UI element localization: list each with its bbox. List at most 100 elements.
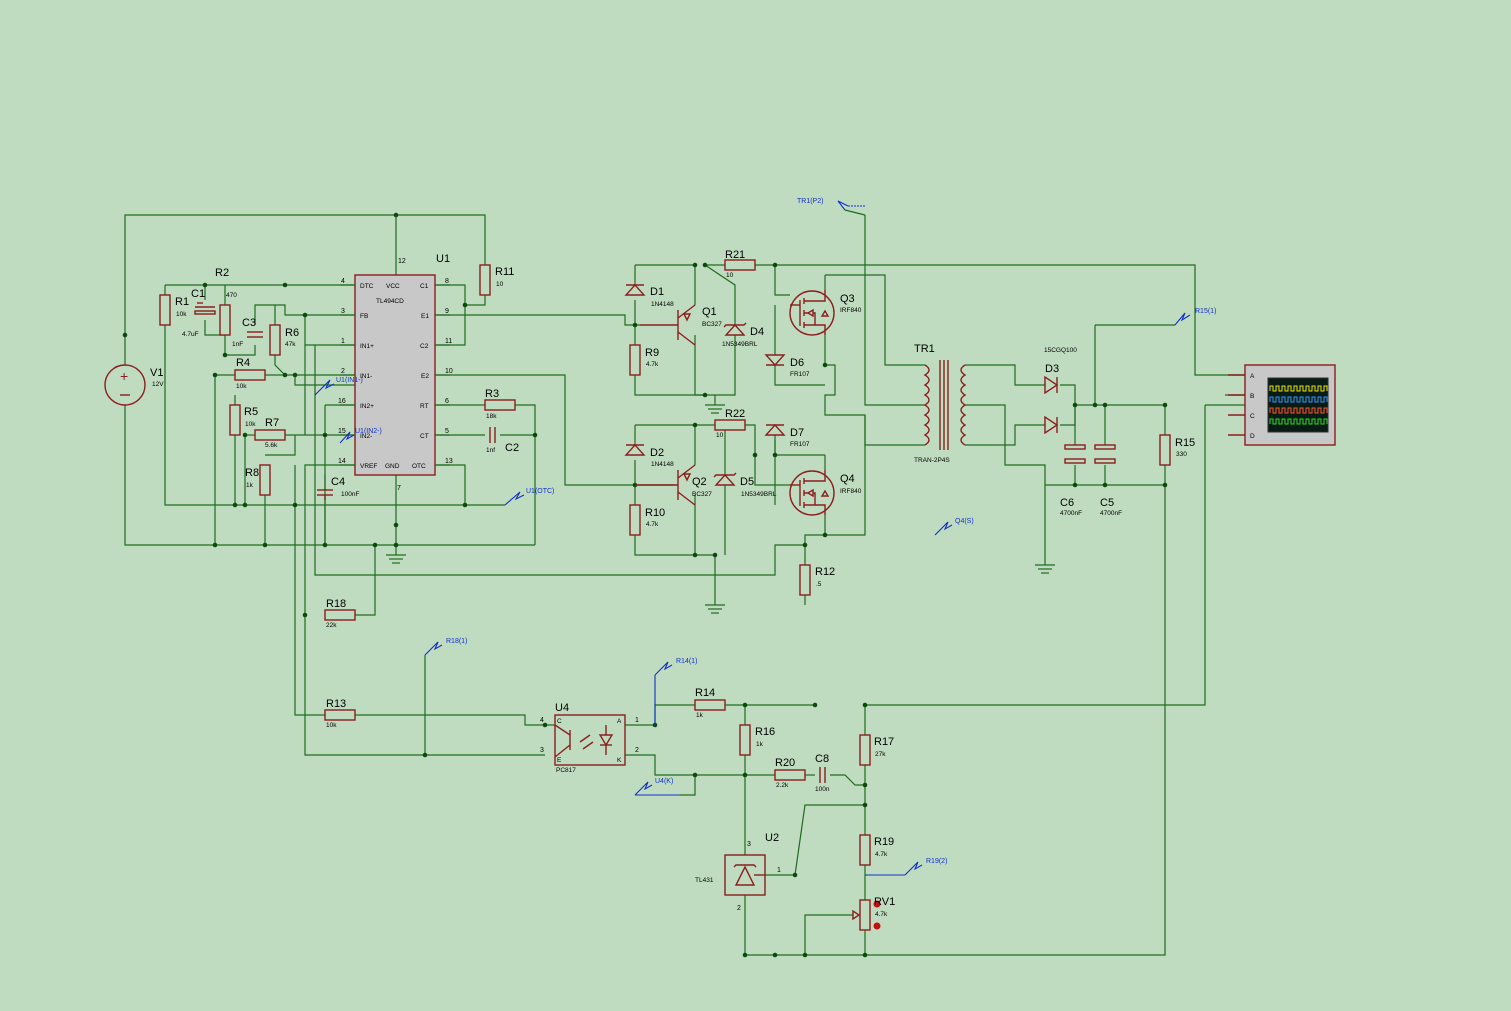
resistor-r5[interactable]: R5 10k xyxy=(229,404,258,436)
resistor-r15[interactable]: R15 330 xyxy=(1159,434,1195,466)
r1-ref: R1 xyxy=(175,296,189,308)
oscilloscope[interactable]: A B C D xyxy=(1228,364,1336,446)
resistor-r9[interactable]: R9 4.7k xyxy=(629,344,659,376)
u1-pin-vcc: VCC xyxy=(386,283,400,290)
u1-pinnum-3: 3 xyxy=(341,308,345,315)
q2-value: BC327 xyxy=(692,491,712,498)
r21-value: 10 xyxy=(726,272,734,279)
voltage-probe-u1-in2[interactable]: U1(IN2-) xyxy=(339,428,382,444)
resistor-r17[interactable]: R17 27k xyxy=(859,734,894,766)
u1-pinnum-2: 2 xyxy=(341,368,345,375)
resistor-r1[interactable]: R1 10k xyxy=(159,294,189,326)
resistor-r20[interactable]: R20 2.2k xyxy=(774,757,806,789)
junction-dots xyxy=(122,212,1168,958)
resistor-r7[interactable]: R7 5.6k xyxy=(254,417,286,449)
u1-pinnum-4: 4 xyxy=(341,278,345,285)
capacitor-c4[interactable]: C4 100nF xyxy=(317,476,359,500)
resistor-r16[interactable]: R16 1k xyxy=(739,724,775,756)
scope-traces xyxy=(1269,385,1328,425)
resistor-r6[interactable]: R6 47k xyxy=(269,324,299,356)
u2-pinnum-3: 3 xyxy=(747,841,751,848)
u1-pin-otc: OTC xyxy=(412,463,426,470)
r18-value: 22k xyxy=(326,622,337,629)
voltage-probe-u4-k[interactable]: U4(K) xyxy=(634,778,680,796)
resistor-r22[interactable]: R22 10 xyxy=(714,408,746,439)
probe-label-r18: R18(1) xyxy=(446,638,467,645)
voltage-probe-r18[interactable]: R18(1) xyxy=(424,638,467,656)
d5-value: 1N5349BRL xyxy=(741,491,777,498)
voltage-probe-q4-s[interactable]: Q4(S) xyxy=(934,518,974,536)
r19-value: 4.7k xyxy=(875,851,888,858)
v1-source[interactable]: + V1 12V xyxy=(104,364,164,406)
resistor-r19[interactable]: R19 4.7k xyxy=(859,834,894,866)
u1-pinnum-16: 16 xyxy=(338,398,346,405)
diode-d1[interactable]: D1 1N4148 xyxy=(624,283,674,308)
resistor-r12[interactable]: R12 .5 xyxy=(799,564,835,596)
resistor-r8[interactable]: R8 1k xyxy=(245,464,271,496)
shunt-regulator-u2[interactable]: U2 TL431 3 1 2 xyxy=(695,832,781,912)
resistor-r2[interactable]: R2 470 xyxy=(215,267,237,336)
c2-value: 1nf xyxy=(486,447,495,454)
resistor-r11[interactable]: R11 10 xyxy=(479,264,514,296)
voltage-probe-u1-in1[interactable]: U1(IN1-) xyxy=(314,377,363,396)
voltage-probe-r15[interactable]: R15(1) xyxy=(1174,308,1216,326)
zener-d4[interactable]: D4 1N5349BRL xyxy=(722,322,764,348)
pnp-transistor-q1[interactable]: Q1 BC327 xyxy=(640,304,722,346)
diode-d7[interactable]: D7 FR107 xyxy=(764,423,810,448)
capacitor-c1[interactable]: C1 4.7uF xyxy=(182,288,216,338)
resistor-r13[interactable]: R13 10k xyxy=(324,698,356,729)
resistor-r3[interactable]: R3 18k xyxy=(484,388,516,420)
r6-ref: R6 xyxy=(285,327,299,339)
resistor-r4[interactable]: R4 10k xyxy=(234,357,266,390)
mosfet-q3[interactable]: Q3 IRF840 xyxy=(789,290,862,336)
d3-value: 15CGQ100 xyxy=(1044,347,1077,354)
resistor-r21[interactable]: R21 10 xyxy=(724,249,756,279)
r5-ref: R5 xyxy=(244,406,258,418)
diode-d3[interactable]: D3 15CGQ100 xyxy=(1044,347,1077,435)
zener-d5[interactable]: D5 1N5349BRL xyxy=(713,472,777,498)
u1-pin-e2: E2 xyxy=(421,373,429,380)
resistor-r18[interactable]: R18 22k xyxy=(324,598,356,629)
capacitor-c8[interactable]: C8 100n xyxy=(815,753,830,793)
voltage-probe-r14[interactable]: R14(1) xyxy=(654,658,697,725)
voltage-probe-tr1-p2[interactable]: TR1(P2) xyxy=(797,198,865,211)
voltage-probe-u1-otc[interactable]: U1(OTC) xyxy=(504,488,554,506)
diode-d2[interactable]: D2 1N4148 xyxy=(624,443,674,468)
trace-d xyxy=(1269,418,1328,425)
capacitor-c2[interactable]: C2 1nf xyxy=(486,427,519,454)
u1-pinnum-11: 11 xyxy=(445,338,452,345)
optocoupler-u4[interactable]: U4 PC817 C E A K 4 3 1 2 xyxy=(540,702,639,774)
d3-ref: D3 xyxy=(1045,363,1059,375)
r5-value: 10k xyxy=(245,421,256,428)
d6-ref: D6 xyxy=(790,357,804,369)
capacitor-c6[interactable]: C6 4700nF xyxy=(1060,444,1086,517)
ground-symbols xyxy=(386,404,1055,614)
u4-value: PC817 xyxy=(556,767,576,774)
capacitor-c5[interactable]: C5 4700nF xyxy=(1094,444,1122,517)
d4-value: 1N5349BRL xyxy=(722,341,758,348)
u1-pin-e1: E1 xyxy=(421,313,429,320)
scope-channel-c: C xyxy=(1250,413,1255,420)
u4-pin-e: E xyxy=(557,757,562,764)
voltage-probe-r19[interactable]: R19(2) xyxy=(865,858,947,876)
resistor-r14[interactable]: R14 1k xyxy=(694,687,726,719)
u2-pinnum-2: 2 xyxy=(737,905,741,912)
diode-d6[interactable]: D6 FR107 xyxy=(764,354,810,378)
q1-ref: Q1 xyxy=(702,306,717,318)
r9-ref: R9 xyxy=(645,347,659,359)
rv1-increment-button[interactable] xyxy=(873,900,881,908)
u2-value: TL431 xyxy=(695,877,714,884)
mosfet-q4[interactable]: Q4 IRF840 xyxy=(789,470,862,516)
transformer-tr1[interactable]: TR1 TRAN-2P4S xyxy=(914,343,967,464)
potentiometer-rv1[interactable]: RV1 4.7k xyxy=(852,896,895,931)
ic-u1-tl494[interactable]: U1 TL494CD DTC FB IN1+ IN1- IN2+ IN2- VR… xyxy=(338,253,453,492)
pnp-transistor-q2[interactable]: Q2 BC327 xyxy=(635,464,712,506)
rv1-decrement-button[interactable] xyxy=(873,922,881,930)
wire-network xyxy=(124,209,1245,956)
u1-pin-in2n: IN2- xyxy=(360,433,372,440)
c5-value: 4700nF xyxy=(1100,510,1122,517)
trace-c xyxy=(1269,407,1328,414)
capacitor-c3[interactable]: C3 1nF xyxy=(232,317,263,348)
resistor-r10[interactable]: R10 4.7k xyxy=(629,504,665,536)
